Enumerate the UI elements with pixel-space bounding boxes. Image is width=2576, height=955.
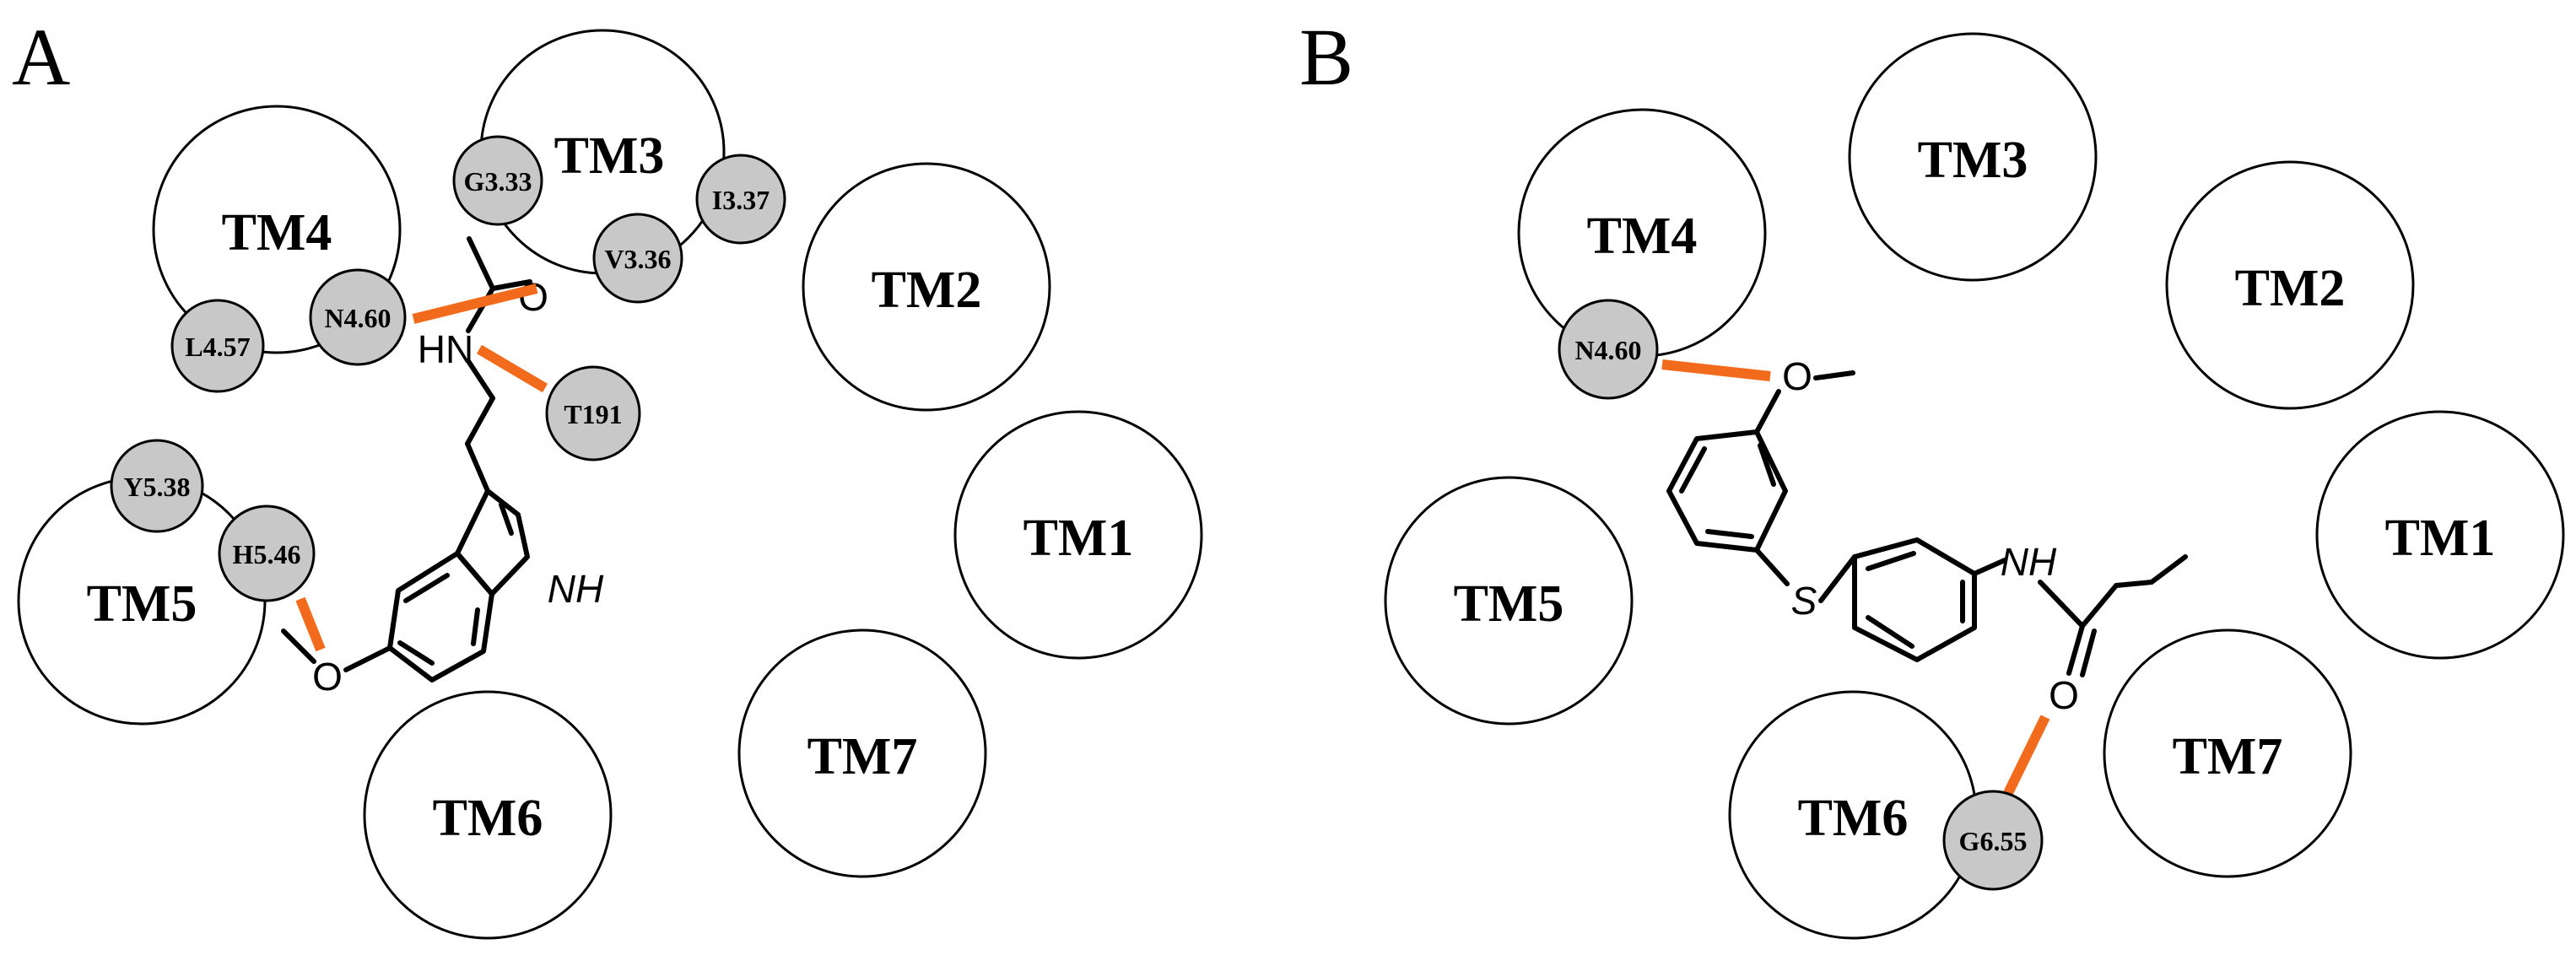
panel-a-ether-oxygen: O: [312, 655, 343, 699]
svg-text:N4.60: N4.60: [1574, 335, 1641, 365]
residue-g333: G3.33: [452, 135, 543, 226]
tm4-label: TM4: [222, 204, 332, 262]
tm2-label: TM2: [872, 262, 982, 319]
tm7-helix: TM7: [2103, 629, 2352, 878]
panel-b-letter: B: [1299, 12, 1353, 102]
tm4-helix: TM4: [1517, 108, 1767, 358]
svg-text:Y5.38: Y5.38: [123, 472, 190, 502]
residue-y538: Y5.38: [110, 439, 204, 533]
tm5-label: TM5: [87, 575, 197, 633]
panel-b-hbonds: [1661, 359, 2050, 796]
panel-a-ligand: [281, 236, 532, 683]
tm6-helix: TM6: [1728, 690, 1978, 940]
svg-text:V3.36: V3.36: [604, 244, 671, 274]
tm5-helix: TM5: [17, 476, 267, 726]
hbond-amide-t191: [476, 344, 548, 393]
svg-text:N4.60: N4.60: [324, 303, 391, 333]
svg-text:L4.57: L4.57: [185, 332, 250, 362]
tm3-label: TM3: [554, 127, 665, 185]
panel-a-indole-nh: NH: [548, 567, 604, 611]
tm5-label: TM5: [1454, 575, 1564, 633]
tm2-label: TM2: [2235, 260, 2346, 317]
tm1-helix: TM1: [2315, 410, 2565, 660]
hbond-h546-ether: [295, 596, 326, 652]
svg-text:G3.33: G3.33: [464, 166, 532, 197]
tm4-label: TM4: [1587, 208, 1698, 265]
tm7-helix: TM7: [737, 629, 987, 878]
tm5-helix: TM5: [1384, 476, 1634, 726]
tm6-helix: TM6: [363, 690, 613, 940]
tm7-label: TM7: [807, 728, 918, 785]
tm3-helix: TM3: [479, 29, 726, 275]
svg-text:G6.55: G6.55: [1959, 826, 2028, 856]
panel-b-ligand: [1666, 370, 2188, 677]
tm6-label: TM6: [433, 790, 543, 847]
panel-b-carbonyl-oxygen: O: [2049, 673, 2079, 717]
tm6-label: TM6: [1798, 790, 1909, 847]
residue-n460: N4.60: [1558, 299, 1659, 400]
tm1-label: TM1: [1023, 510, 1134, 567]
hbond-n460-ether: [1661, 359, 1771, 381]
svg-text:H5.46: H5.46: [233, 539, 301, 569]
tm7-label: TM7: [2173, 728, 2283, 785]
residue-i337: I3.37: [695, 154, 786, 245]
tm2-helix: TM2: [2165, 160, 2415, 410]
panel-a-letter: A: [12, 12, 70, 102]
residue-v336: V3.36: [592, 213, 683, 304]
tm1-label: TM1: [2385, 510, 2496, 567]
panel-b: B TM3 TM4 TM2 TM1 TM5 TM7 TM6: [1299, 12, 2565, 940]
svg-text:T191: T191: [564, 399, 622, 429]
panel-a-hbonds: [295, 283, 548, 652]
hbond-carbonyl-g655: [2003, 715, 2050, 796]
tm2-helix: TM2: [802, 162, 1051, 412]
tm3-label: TM3: [1918, 132, 2028, 189]
tm3-helix: TM3: [1848, 32, 2098, 282]
residue-t191: T191: [545, 365, 641, 461]
panel-b-thioether-sulfur: S: [1791, 579, 1817, 623]
residue-g655: G6.55: [1942, 790, 2044, 891]
residue-l457: L4.57: [170, 299, 265, 393]
panel-b-ether-oxygen: O: [1782, 354, 1812, 398]
residue-h546: H5.46: [218, 504, 316, 602]
panel-a-amide-nitrogen: HN: [418, 327, 473, 371]
panel-b-amide-nh: NH: [2001, 540, 2057, 584]
svg-text:I3.37: I3.37: [712, 185, 770, 215]
panel-a: A TM3 TM4 TM2 TM1 TM5 TM7 TM6: [12, 12, 1203, 940]
hbond-n460-carbonyl: [412, 283, 538, 324]
residue-n460: N4.60: [309, 268, 407, 366]
tm1-helix: TM1: [953, 410, 1203, 660]
